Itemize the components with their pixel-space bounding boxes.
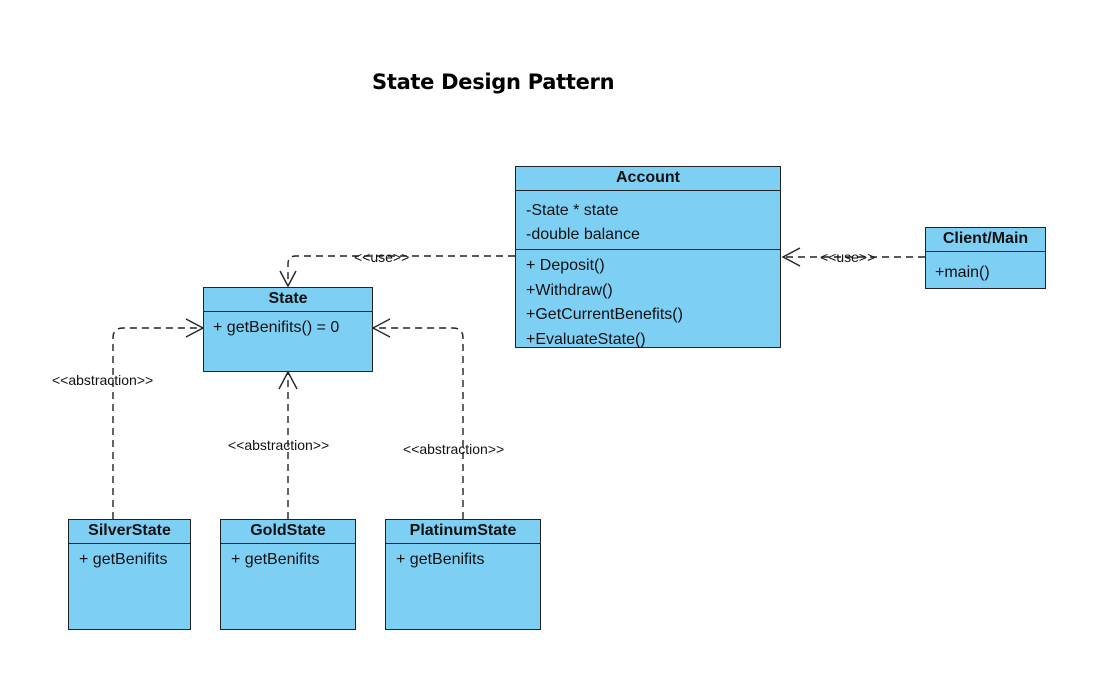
class-platinum-state-name: PlatinumState [386, 520, 540, 544]
diagram-title: State Design Pattern [372, 70, 615, 94]
class-gold-state-methods: + getBenifits [221, 544, 355, 572]
gold-state-arrowhead [278, 370, 298, 390]
platinum-state-arrowhead [371, 318, 391, 338]
class-gold-state[interactable]: GoldState + getBenifits [220, 519, 356, 630]
state-method: + getBenifits() = 0 [213, 319, 340, 336]
class-platinum-state-methods: + getBenifits [386, 544, 540, 572]
class-gold-state-name: GoldState [221, 520, 355, 544]
client-method: +main() [935, 264, 990, 281]
gold-state-abstraction-label: <<abstraction>> [228, 437, 329, 453]
class-silver-state-name: SilverState [69, 520, 190, 544]
class-client-main-name: Client/Main [926, 228, 1045, 252]
gold-method: + getBenifits [231, 551, 320, 568]
class-silver-state-methods: + getBenifits [69, 544, 190, 572]
account-method: +GetCurrentBenefits() [526, 306, 683, 323]
account-attribute: -double balance [526, 226, 640, 243]
account-state-use-line [287, 255, 515, 286]
class-account[interactable]: Account -State * state -double balance +… [515, 166, 781, 348]
class-client-main-methods: +main() [926, 252, 1045, 285]
account-attribute: -State * state [526, 202, 619, 219]
class-state[interactable]: State + getBenifits() = 0 [203, 287, 373, 372]
platinum-method: + getBenifits [396, 551, 485, 568]
account-state-use-label: <<use>> [354, 249, 409, 265]
silver-method: + getBenifits [79, 551, 168, 568]
silver-state-abstraction-line [112, 327, 203, 519]
silver-state-abstraction-label: <<abstraction>> [52, 372, 153, 388]
client-account-use-label: <<use>> [820, 249, 875, 265]
class-client-main[interactable]: Client/Main +main() [925, 227, 1046, 289]
class-account-name: Account [516, 167, 780, 191]
platinum-state-abstraction-line [373, 327, 464, 519]
class-state-methods: + getBenifits() = 0 [204, 312, 372, 340]
class-state-name: State [204, 288, 372, 312]
class-platinum-state[interactable]: PlatinumState + getBenifits [385, 519, 541, 630]
account-state-arrowhead [279, 270, 297, 288]
account-method: + Deposit() [526, 257, 605, 274]
client-account-arrowhead [781, 247, 801, 267]
class-account-methods: + Deposit() +Withdraw() +GetCurrentBenef… [516, 250, 780, 352]
account-method: +Withdraw() [526, 281, 613, 299]
platinum-state-abstraction-label: <<abstraction>> [403, 441, 504, 457]
account-method: +EvaluateState() [526, 330, 646, 348]
class-silver-state[interactable]: SilverState + getBenifits [68, 519, 191, 630]
class-account-attributes: -State * state -double balance [516, 191, 780, 250]
